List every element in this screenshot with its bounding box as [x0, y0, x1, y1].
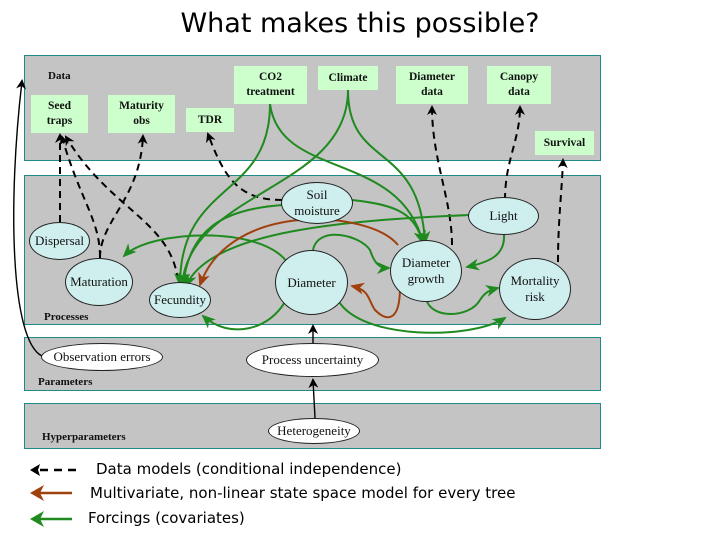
data-box-maturity-obs: Maturity obs: [108, 95, 175, 133]
node-fecundity: Fecundity: [149, 282, 211, 318]
edge-light-to-fecundity: [185, 214, 471, 288]
data-box-survival: Survival: [535, 131, 594, 155]
edge-diameter-to-mortality: [337, 299, 507, 334]
edge-soil-moisture-to-fecundity: [178, 204, 283, 287]
data-box-climate: Climate: [318, 66, 378, 90]
edge-climate-to-diameter-growth: [347, 89, 431, 245]
data-box-co2-treatment: CO2 treatment: [234, 66, 307, 104]
edge-maturation-to-seed-traps: [59, 135, 101, 258]
edge-co2-to-fecundity: [174, 103, 271, 287]
node-diameter-growth: Diameter growth: [390, 240, 462, 302]
node-light: Light: [468, 197, 539, 235]
node-heterogeneity: Heterogeneity: [268, 418, 360, 444]
data-box-tdr: TDR: [186, 108, 234, 132]
legend-forcing-symbol: [30, 511, 72, 527]
data-box-seed-traps: Seed traps: [31, 95, 88, 133]
node-diameter: Diameter: [275, 250, 348, 315]
legend-forcing-label: Forcings (covariates): [88, 509, 245, 527]
processes-band-label: Processes: [44, 311, 89, 323]
data-band-label: Data: [48, 70, 71, 82]
edge-diameter-to-maturation: [122, 234, 288, 263]
edge-light-to-canopy-data: [504, 105, 525, 201]
hyperparameters-band-label: Hyperparameters: [42, 431, 126, 443]
edge-diameter-growth-to-diameter: [350, 282, 401, 319]
edge-heterogeneity-to-process-uncertainty: [308, 378, 319, 419]
legend-data-model-symbol: [30, 464, 76, 476]
edge-soil-moisture-to-tdr: [206, 132, 283, 201]
data-box-canopy-data: Canopy data: [487, 66, 551, 104]
node-maturation: Maturation: [65, 258, 133, 306]
edge-maturation-to-maturity-obs: [99, 134, 148, 259]
data-box-diameter-data: Diameter data: [396, 66, 468, 104]
legend-data-model-label: Data models (conditional independence): [96, 460, 402, 478]
node-observation-errors: Observation errors: [41, 343, 163, 371]
edge-co2-to-diameter-growth: [269, 103, 426, 245]
edge-diameter-growth-to-mortality: [425, 285, 500, 315]
node-dispersal: Dispersal: [29, 222, 90, 260]
edge-diameter-growth-to-diameter-data: [427, 105, 453, 246]
legend-state-space-symbol: [30, 485, 72, 501]
edge-light-to-diameter-growth: [465, 234, 506, 271]
edge-observation-errors-to-data: [13, 79, 43, 357]
node-soil-moisture: Soil moisture: [281, 182, 353, 224]
edge-diameter-to-diameter-growth: [312, 233, 391, 274]
page-title: What makes this possible?: [180, 8, 540, 39]
node-process-uncertainty: Process uncertainty: [246, 343, 379, 377]
edge-soil-moisture-to-diameter-growth: [351, 199, 426, 245]
edge-diameter-to-fecundity: [201, 299, 287, 331]
parameters-band-label: Parameters: [38, 376, 93, 388]
legend-state-space-label: Multivariate, non-linear state space mod…: [90, 484, 516, 502]
edge-mortality-to-survival: [557, 158, 568, 263]
node-mortality-risk: Mortality risk: [499, 258, 571, 320]
